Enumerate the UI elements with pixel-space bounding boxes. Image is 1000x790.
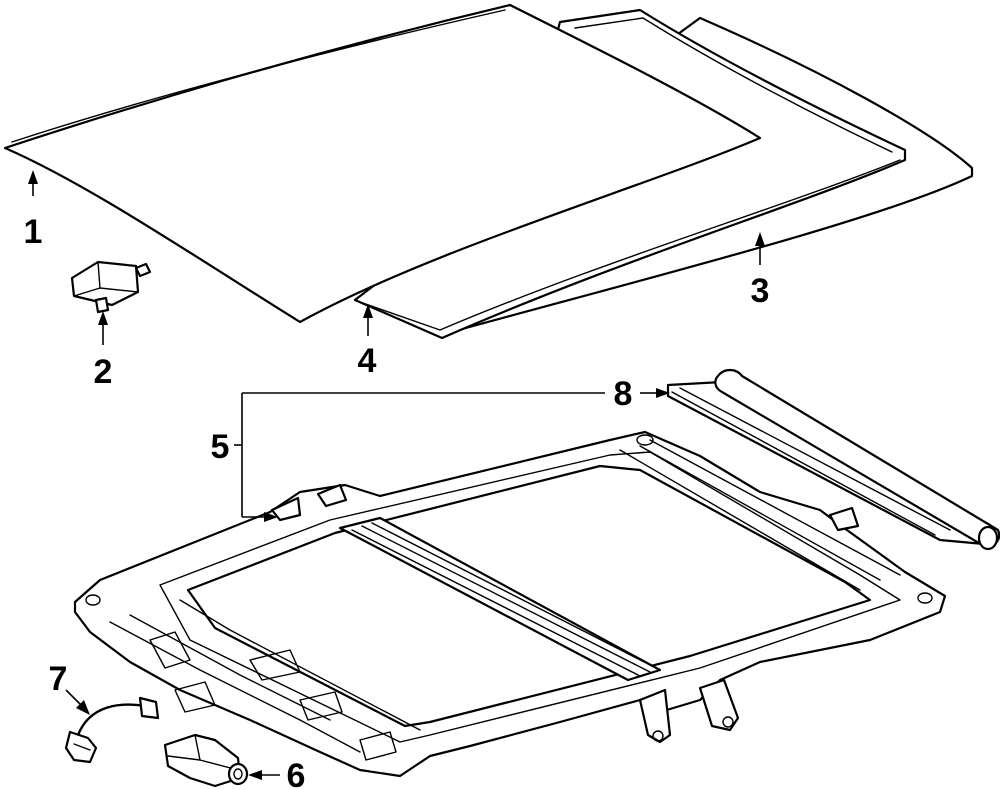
callout-7: 7 [49,660,68,698]
callout-6: 6 [287,757,306,790]
roof-panel-part-1 [3,3,762,324]
callout-3: 3 [751,272,770,310]
leader-4 [363,304,373,336]
leader-3 [755,232,765,265]
callout-4: 4 [358,342,377,380]
harness-part-7 [64,696,160,764]
leader-1 [28,170,38,196]
callout-8: 8 [614,375,633,413]
leader-2 [98,311,108,345]
leader-6 [248,770,280,780]
sensor-part-2 [70,260,152,314]
callout-5: 5 [211,428,230,466]
motor-part-6 [163,733,249,788]
callout-2: 2 [94,353,113,391]
sunroof-frame-part-5 [73,430,947,778]
callout-1: 1 [24,213,43,251]
sunshade-part-8 [666,368,1000,551]
leader-7 [65,689,90,715]
leader-5-8 [234,388,670,522]
